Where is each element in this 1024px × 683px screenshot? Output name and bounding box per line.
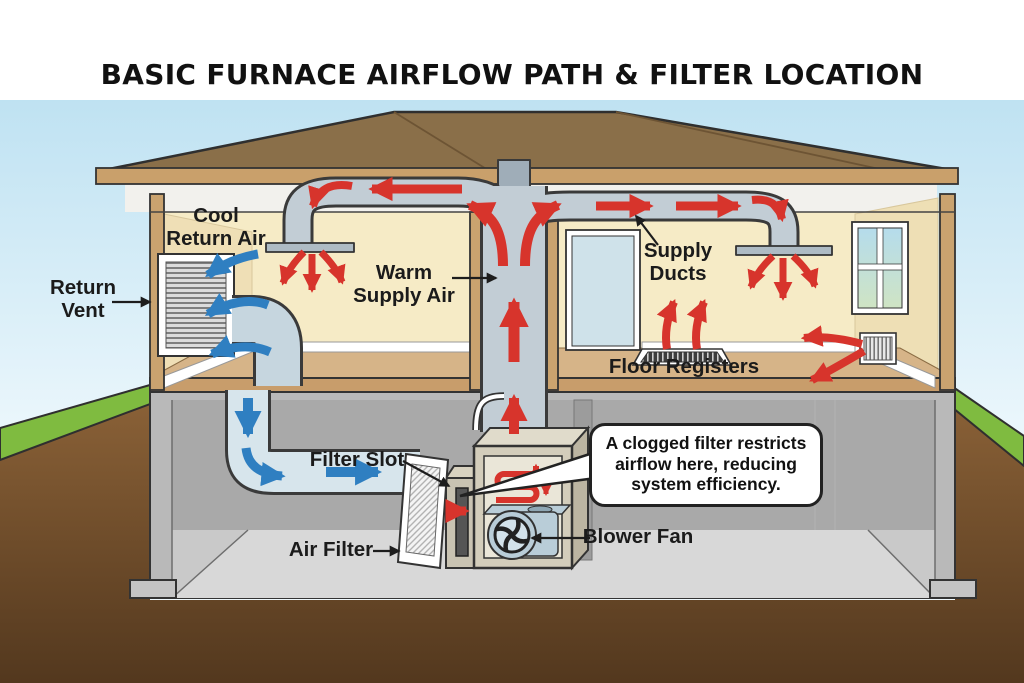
label-floor-registers: Floor Registers bbox=[608, 355, 760, 378]
soil bbox=[0, 400, 1024, 683]
label-cool-return-air: Cool Return Air bbox=[166, 204, 266, 250]
page-title: BASIC FURNACE AIRFLOW PATH & FILTER LOCA… bbox=[100, 58, 924, 91]
label-line: Ducts bbox=[649, 261, 707, 285]
floor-register bbox=[631, 348, 733, 366]
blower-fan-icon bbox=[487, 510, 559, 560]
label-line: Vent bbox=[61, 298, 105, 322]
doorway bbox=[565, 229, 641, 351]
label-line: Return bbox=[49, 276, 117, 299]
supply-airflow-arrows bbox=[279, 176, 867, 524]
return-airflow-arrows bbox=[204, 249, 383, 487]
label-filter-slot: Filter Slot bbox=[309, 448, 405, 471]
furnace-pipe bbox=[472, 392, 505, 431]
label-line: Supply bbox=[643, 239, 713, 262]
furnace bbox=[471, 425, 591, 571]
label-blower-fan: Blower Fan bbox=[582, 525, 694, 548]
label-air-filter: Air Filter bbox=[288, 538, 374, 561]
callout-line: airflow here, reducing bbox=[615, 453, 797, 474]
callout-line: A clogged filter restricts bbox=[605, 433, 807, 453]
filter-slot-leader bbox=[402, 460, 451, 487]
baseboard-register bbox=[859, 332, 897, 365]
label-supply-ducts: Supply Ducts bbox=[643, 239, 713, 285]
supply-ducts-leader bbox=[635, 214, 659, 246]
window bbox=[851, 221, 909, 315]
label-warm-supply-air: Warm Supply Air bbox=[353, 261, 455, 307]
return-duct-boot bbox=[232, 295, 303, 386]
leader-arrows bbox=[112, 214, 659, 557]
label-line: Supply Air bbox=[353, 283, 455, 307]
label-return-vent: Return Vent bbox=[49, 276, 117, 322]
label-line: Warm bbox=[375, 261, 433, 284]
label-line: Return Air bbox=[166, 226, 266, 250]
callout-line: system efficiency. bbox=[631, 474, 781, 495]
clogged-filter-callout: A clogged filter restricts airflow here,… bbox=[589, 423, 823, 507]
air-filter-panel bbox=[396, 452, 450, 570]
label-line: Cool bbox=[193, 204, 239, 227]
